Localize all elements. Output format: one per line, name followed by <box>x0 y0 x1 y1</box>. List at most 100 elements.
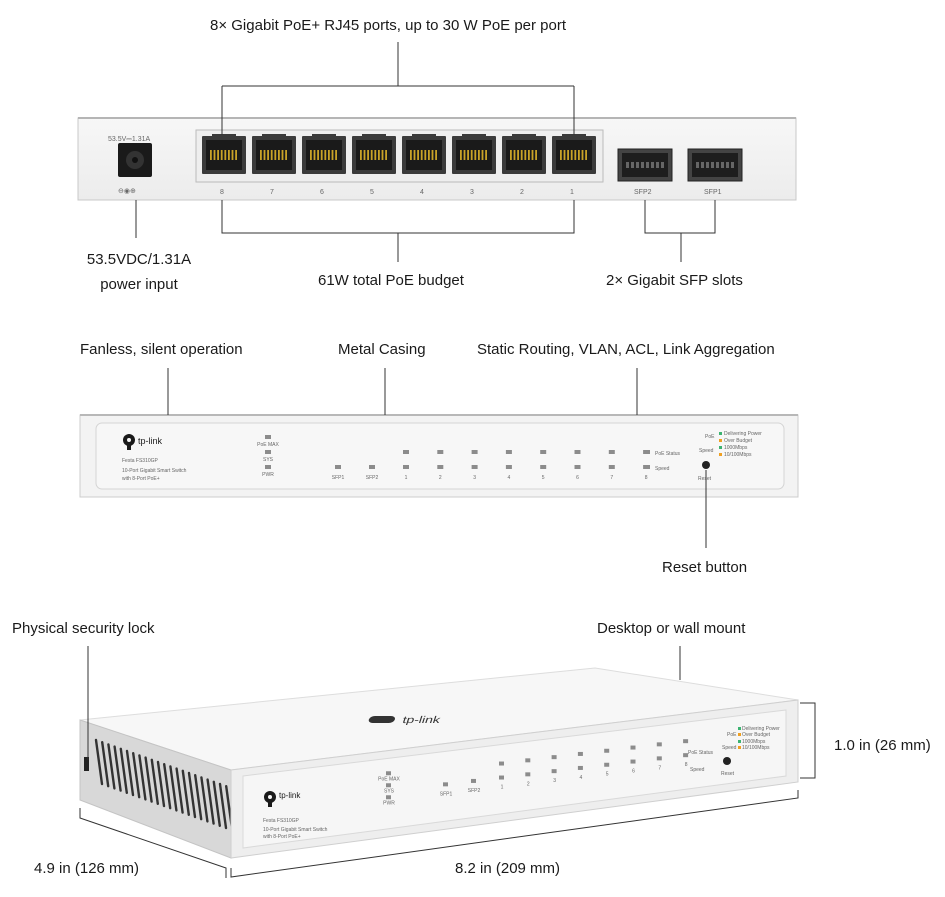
vent-slot <box>218 782 228 830</box>
iso-top-face <box>79 667 799 771</box>
vent-slot <box>224 785 234 832</box>
vent-slot <box>175 767 184 814</box>
sfp2-slot <box>617 148 673 182</box>
front-model-text: Festa FS310GP <box>122 458 159 464</box>
speed-row-label: Speed <box>655 466 670 472</box>
iso-sfp-label-1: SFP1 <box>440 791 453 797</box>
poe-led-4 <box>505 450 512 454</box>
iso-port-label-6: 6 <box>632 769 635 775</box>
port-led-label-7: 7 <box>610 475 613 481</box>
sfp-led-label-2: SFP2 <box>366 475 379 481</box>
ports-callout-label: 8× Gigabit PoE+ RJ45 ports, up to 30 W P… <box>210 17 567 34</box>
front-desc-line2: with 8-Port PoE+ <box>122 476 160 482</box>
legend-poe: PoE <box>705 434 715 440</box>
iso-model-text: Festa FS310GP <box>263 818 300 824</box>
iso-port-label-3: 3 <box>553 778 556 784</box>
port-led-label-8: 8 <box>645 475 648 481</box>
poe-led-8 <box>643 450 650 454</box>
iso-port-label-1: 1 <box>501 785 504 791</box>
port-number-4: 4 <box>420 189 424 196</box>
iso-speed-led-1 <box>499 775 504 780</box>
routing-callout-label: Static Routing, VLAN, ACL, Link Aggregat… <box>477 341 775 358</box>
iso-speed-led-2 <box>525 772 531 777</box>
power-input-line2: power input <box>100 276 178 293</box>
vent-slot <box>169 765 178 812</box>
speed-led-7 <box>608 465 615 469</box>
speed-led-5 <box>540 465 547 469</box>
iso-poe-led-1 <box>499 761 504 766</box>
iso-poe-led-7 <box>656 742 662 747</box>
iso-legend-10100: 10/100Mbps <box>742 745 770 751</box>
reset-button-iso <box>723 757 731 765</box>
poe-status-label: PoE Status <box>655 451 681 457</box>
power-input-line1: 53.5VDC/1.31A <box>86 251 192 268</box>
iso-port-label-7: 7 <box>658 765 661 771</box>
iso-desc-line1: 10-Port Gigabit Smart Switch <box>263 827 328 833</box>
iso-led-1 <box>386 783 391 788</box>
reset-text-front: Reset <box>698 476 712 482</box>
poe-led-3 <box>471 450 478 454</box>
led-label-1: SYS <box>263 457 274 463</box>
sfp-callout-label: 2× Gigabit SFP slots <box>606 272 743 289</box>
security-lock-slot <box>84 757 89 771</box>
port-number-8: 8 <box>220 189 224 196</box>
port-number-1: 1 <box>570 189 574 196</box>
iso-reset-text: Reset <box>721 771 735 777</box>
front-desc-line1: 10-Port Gigabit Smart Switch <box>122 468 187 474</box>
legend-delivering: Delivering Power <box>724 431 762 437</box>
fanless-callout-label: Fanless, silent operation <box>80 341 243 358</box>
height-dimension-label: 1.0 in (26 mm) <box>834 737 931 754</box>
poe-led-1 <box>403 450 409 454</box>
legend-over: Over Budget <box>724 438 753 444</box>
iso-speed-led-5 <box>604 762 610 767</box>
vent-slot <box>187 771 197 819</box>
iso-poe-led-2 <box>525 758 531 763</box>
iso-desc-line2: with 8-Port PoE+ <box>263 834 301 840</box>
iso-speed-led-4 <box>577 765 583 770</box>
vent-slot <box>193 774 203 821</box>
legend-speed: Speed <box>699 448 714 454</box>
vent-slot <box>94 738 104 786</box>
iso-brand-text: tp-link <box>279 791 301 800</box>
iso-legend-1000: 1000Mbps <box>742 739 766 745</box>
legend-1000: 1000Mbps <box>724 445 748 451</box>
rj45-port-block <box>195 129 604 183</box>
poe-led-6 <box>574 450 581 454</box>
security-lock-callout-label: Physical security lock <box>12 620 155 637</box>
iso-legend-poe: PoE <box>727 732 737 738</box>
rj45-port-6 <box>302 134 346 174</box>
iso-speed-led-8 <box>683 753 689 758</box>
rj45-port-5 <box>352 134 396 174</box>
vent-slot <box>150 758 160 805</box>
vent-slot <box>181 769 191 816</box>
top-brand-text: tp-link <box>401 714 443 725</box>
iso-left-side <box>79 719 232 859</box>
tp-link-logo-top: tp-link <box>368 714 443 725</box>
vent-slot <box>125 749 135 797</box>
port-led-label-6: 6 <box>576 475 579 481</box>
vent-slot <box>100 741 110 788</box>
speed-led-4 <box>505 465 512 469</box>
iso-port-label-4: 4 <box>580 775 583 781</box>
speed-led-8 <box>643 465 650 469</box>
iso-sfp-led-2 <box>471 778 476 783</box>
vent-slot <box>119 747 129 794</box>
iso-legend-delivering: Delivering Power <box>742 726 780 732</box>
power-rating-text: 53.5V⎓1.31A <box>108 136 151 143</box>
port-led-label-5: 5 <box>542 475 545 481</box>
sfp1-label: SFP1 <box>704 189 722 196</box>
iso-led-label-0: PoE MAX <box>378 776 400 782</box>
polarity-symbol: ⊖◉⊕ <box>118 188 136 195</box>
iso-poe-led-6 <box>630 745 636 750</box>
port-led-label-2: 2 <box>439 475 442 481</box>
front-brand-text: tp-link <box>138 436 163 446</box>
poe-budget-callout-label: 61W total PoE budget <box>318 272 464 289</box>
port-led-label-4: 4 <box>508 475 511 481</box>
poe-led-7 <box>608 450 615 454</box>
iso-speed-row-label: Speed <box>690 767 705 773</box>
led-sfp-1 <box>335 465 341 469</box>
port-number-6: 6 <box>320 189 324 196</box>
iso-led-0 <box>386 771 391 776</box>
vent-slot <box>138 754 147 801</box>
led-label-2: PWR <box>262 472 274 478</box>
